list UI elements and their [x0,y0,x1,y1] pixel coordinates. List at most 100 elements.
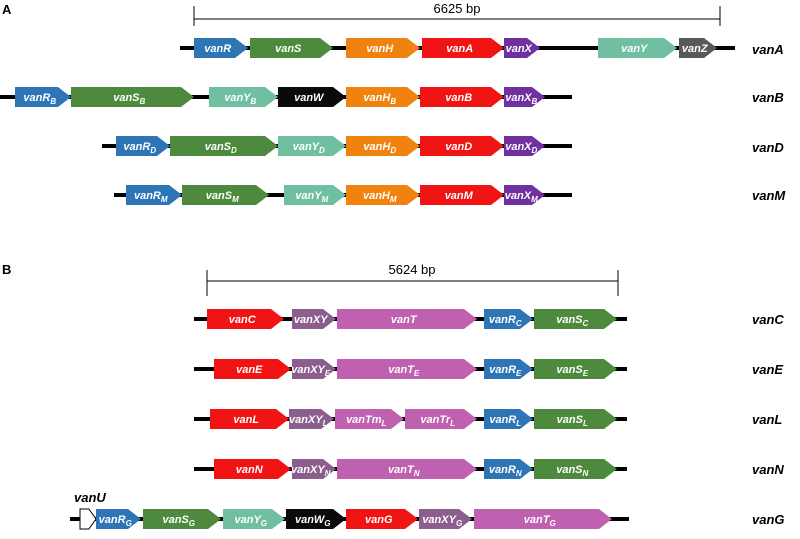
gene-label-vanS-b: vanSB [113,92,145,106]
cluster-label-vanM: vanM [752,188,786,203]
gene-arrow-vanB [420,87,504,107]
panel-a-scale-label: 6625 bp [434,1,481,16]
gene-label-vanR-b: vanRB [23,92,56,106]
gene-label-vanW-g: vanWG [295,514,331,528]
gene-arrow-vanY-m [284,185,346,205]
gene-label-vanY-m: vanYM [295,190,328,204]
gene-arrow-vanH-m [346,185,420,205]
gene-arrow-vanR-b [15,87,71,107]
cluster-row-vanD: vanRD vanSD vanYD vanHD vanD vanXD [102,136,572,156]
gene-label-vanR-d: vanRD [123,141,156,155]
gene-label-vanR-n: vanRN [489,464,522,478]
gene-label-vanTr-l: vanTrL [420,414,455,428]
panel-b-letter: B [2,262,11,277]
gene-arrow-vanG [346,509,418,529]
gene-arrow-vanX-b [504,87,545,107]
gene-label-vanX-b: vanXB [505,92,537,106]
gene-arrow-vanH-d [346,136,420,156]
gene-label-vanD: vanD [445,141,472,153]
gene-arrow-vanE [214,359,291,379]
panel-b-scale-label: 5624 bp [389,262,436,277]
gene-arrow-vanXY-g [419,509,472,529]
gene-label-vanT-e: vanTE [388,364,420,378]
gene-label-vanA: vanA [446,43,473,55]
gene-label-vanT: vanT [391,314,418,326]
gene-arrow-vanS-d [170,136,278,156]
cluster-label-vanA: vanA [752,42,784,57]
gene-label-vanXY-e: vanXYE [291,364,331,378]
gene-arrow-vanTr-l [405,409,477,429]
gene-label-vanTm-l: vanTmL [346,414,386,428]
gene-label-vanS-n: vanSN [556,464,588,478]
panel-a-scale-bar: 6625 bp [193,1,721,26]
gene-label-vanS-g: vanSG [162,514,195,528]
gene-label-vanN: vanN [236,464,264,476]
gene-arrow-vanXY-n [292,459,336,479]
gene-arrow-vanY-d [278,136,346,156]
gene-arrow-vanS-m [182,185,269,205]
gene-arrow-vanH [346,38,420,58]
gene-arrow-vanXY-l [289,409,334,429]
gene-arrow-vanH-b [346,87,420,107]
gene-arrow-vanD [420,136,504,156]
cluster-label-vanD: vanD [752,140,784,155]
gene-label-vanH-d: vanHD [363,141,396,155]
gene-label-vanY-d: vanYD [293,141,325,155]
gene-arrow-vanY [598,38,677,58]
gene-label-vanU: vanU [74,490,106,505]
gene-label-vanR-m: vanRM [134,190,168,204]
gene-arrow-unlabeled [79,508,97,530]
gene-label-vanS-e: vanSE [556,364,588,378]
gene-arrow-vanT-n [337,459,477,479]
gene-label-vanY-b: vanYB [224,92,256,106]
gene-arrow-vanC [207,309,284,329]
gene-label-vanX-d: vanXD [505,141,537,155]
gene-arrow-vanW [278,87,346,107]
gene-arrow-vanXY [292,309,336,329]
gene-arrow-vanL [210,409,289,429]
gene-arrow-vanS-b [71,87,194,107]
gene-arrow-vanX-d [504,136,545,156]
gene-label-vanY: vanY [621,43,649,55]
gene-arrow-vanT [337,309,477,329]
gene-arrow-vanS [250,38,333,58]
gene-arrow-vanR-l [484,409,533,429]
gene-label-vanXY: vanXY [294,314,329,326]
gene-label-vanR: vanR [204,43,231,55]
gene-label-vanXY-g: vanXYG [422,514,462,528]
gene-label-vanH-b: vanHB [363,92,396,106]
gene-arrow-vanY-g [223,509,285,529]
gene-arrow-vanX-m [504,185,545,205]
gene-label-vanE: vanE [236,364,263,376]
cluster-label-vanE: vanE [752,362,783,377]
gene-label-vanL: vanL [233,414,259,426]
gene-label-vanS-d: vanSD [205,141,237,155]
gene-arrow-vanA [422,38,504,58]
cluster-label-vanG: vanG [752,512,785,527]
gene-arrow-vanX [504,38,540,58]
gene-label-vanZ: vanZ [682,43,709,55]
gene-label-vanG: vanG [365,514,393,526]
gene-label-vanR-e: vanRE [489,364,522,378]
gene-label-vanM: vanM [445,190,474,202]
cluster-label-vanL: vanL [752,412,782,427]
gene-arrow-vanR-e [484,359,533,379]
gene-arrow-vanZ [679,38,717,58]
gene-label-vanX-m: vanXM [505,190,538,204]
gene-arrow-vanR-c [484,309,533,329]
gene-arrow-vanM [420,185,504,205]
gene-arrow-vanR-n [484,459,533,479]
gene-arrow-vanS-c [534,309,617,329]
gene-label-vanR-g: vanRG [99,514,132,528]
gene-arrow-vanR-g [96,509,141,529]
gene-label-vanT-g: vanTG [524,514,556,528]
gene-label-vanB: vanB [445,92,472,104]
cluster-label-vanC: vanC [752,312,784,327]
